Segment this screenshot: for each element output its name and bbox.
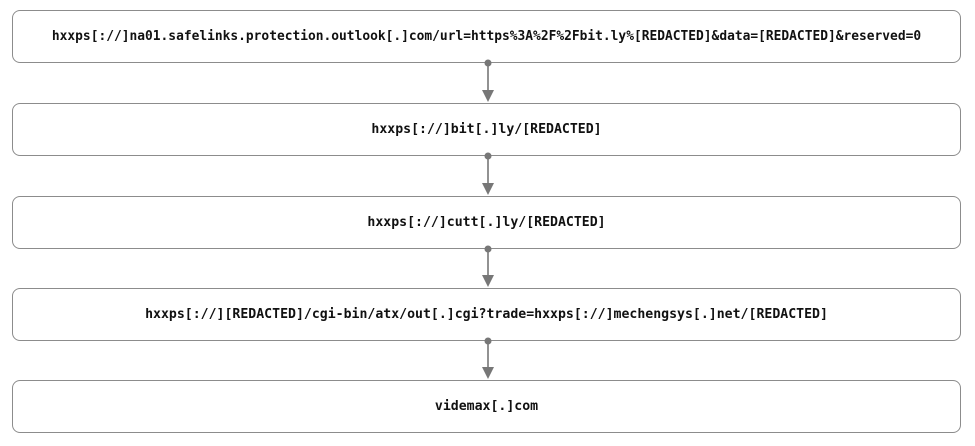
redirect-step-5-label: videmax[.]com [434,399,539,414]
redirect-step-1-safelinks: hxxps[://]na01.safelinks.protection.outl… [12,10,961,63]
connector-3-to-4 [482,245,494,287]
redirect-step-3-cuttly: hxxps[://]cutt[.]ly/[REDACTED] [12,196,961,249]
redirect-step-2-label: hxxps[://]bit[.]ly/[REDACTED] [371,122,602,137]
redirect-step-4-cgi-redirect: hxxps[://][REDACTED]/cgi-bin/atx/out[.]c… [12,288,961,341]
redirect-step-3-label: hxxps[://]cutt[.]ly/[REDACTED] [367,215,606,230]
connector-1-to-2 [482,59,494,102]
connector-4-to-5 [482,337,494,379]
redirect-step-4-label: hxxps[://][REDACTED]/cgi-bin/atx/out[.]c… [145,307,828,322]
redirect-step-2-bitly: hxxps[://]bit[.]ly/[REDACTED] [12,103,961,156]
connector-2-to-3 [482,152,494,195]
redirect-step-1-label: hxxps[://]na01.safelinks.protection.outl… [51,29,922,44]
redirect-step-5-final-destination: videmax[.]com [12,380,961,433]
